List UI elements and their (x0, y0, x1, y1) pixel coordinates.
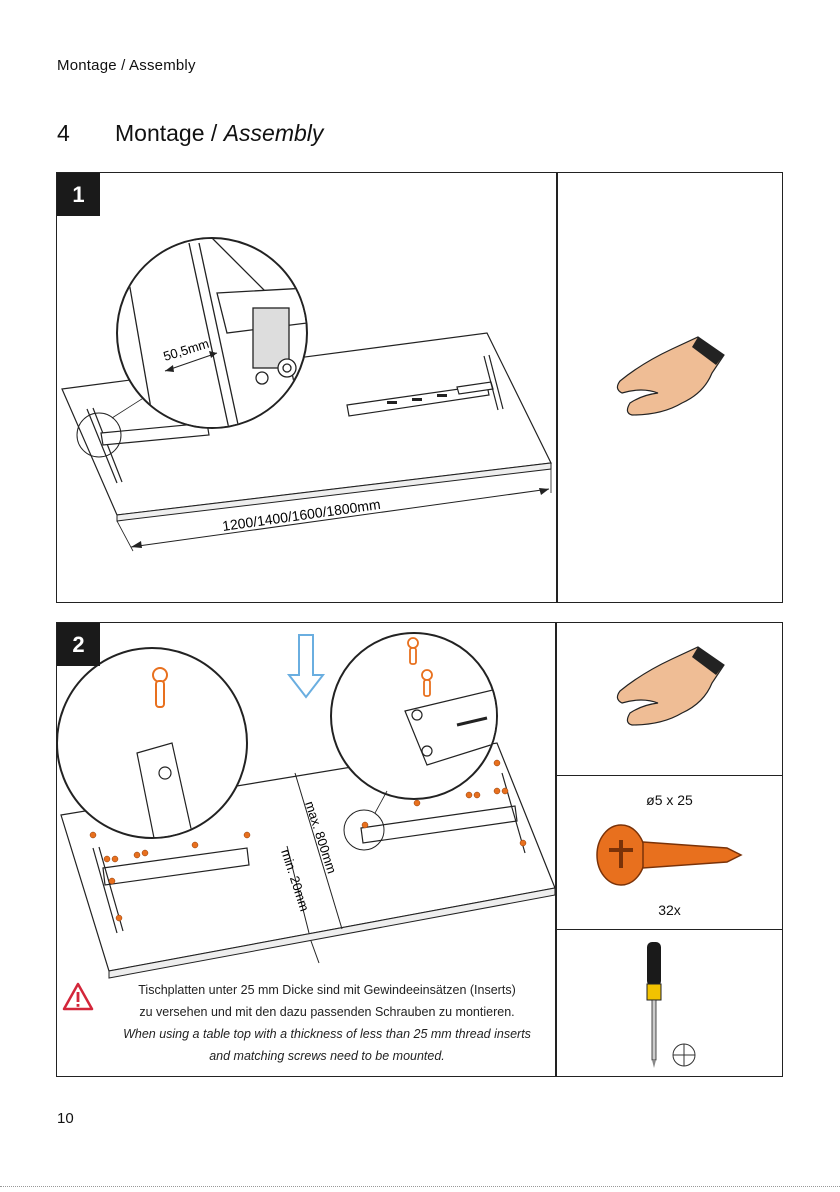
page-number: 10 (57, 1110, 74, 1127)
warning-icon (62, 982, 94, 1011)
screw-closeup-icon (152, 667, 168, 708)
down-arrow-icon (286, 634, 326, 699)
hand-icon (616, 336, 725, 416)
tool-screwdriver-panel (556, 929, 783, 1077)
warning-text-de-2: zu versehen und mit den dazu passenden S… (139, 1005, 515, 1019)
phillips-symbol-icon (672, 1043, 696, 1067)
step1-badge: 1 (57, 173, 100, 216)
step2-illustration-panel: max. 800mm min. 20mm 2 Tischplatten unte… (56, 622, 556, 1077)
section-heading: 4 Montage / Assembly (57, 120, 323, 147)
screw-size-label: ø5 x 25 (646, 792, 693, 808)
section-number: 4 (57, 120, 70, 146)
section-title-de: Montage / (115, 120, 218, 146)
screw-icon (596, 824, 743, 886)
screw-part-panel: ø5 x 25 32x (556, 775, 783, 930)
step2-drawing: max. 800mm min. 20mm (57, 632, 555, 979)
step2-hand-panel (556, 622, 783, 776)
step1-illustration-panel: 50,5mm 1200/1400/1600/1800mm 1 (56, 172, 558, 603)
step1-drawing: 50,5mm 1200/1400/1600/1800mm (61, 237, 552, 552)
section-title-en: Assembly (223, 120, 324, 146)
screwdriver-icon (646, 942, 662, 1068)
hand-icon (616, 646, 725, 726)
running-header: Montage / Assembly (57, 57, 196, 74)
screw-quantity-label: 32x (658, 902, 681, 918)
warning-note: Tischplatten unter 25 mm Dicke sind mit … (97, 979, 557, 1067)
warning-text-de-1: Tischplatten unter 25 mm Dicke sind mit … (138, 983, 516, 997)
step2-badge: 2 (57, 623, 100, 666)
page-edge-divider (0, 1186, 840, 1187)
warning-text-en-1: When using a table top with a thickness … (123, 1027, 531, 1041)
step1-tools-panel (556, 172, 783, 603)
warning-text-en-2: and matching screws need to be mounted. (209, 1049, 445, 1063)
